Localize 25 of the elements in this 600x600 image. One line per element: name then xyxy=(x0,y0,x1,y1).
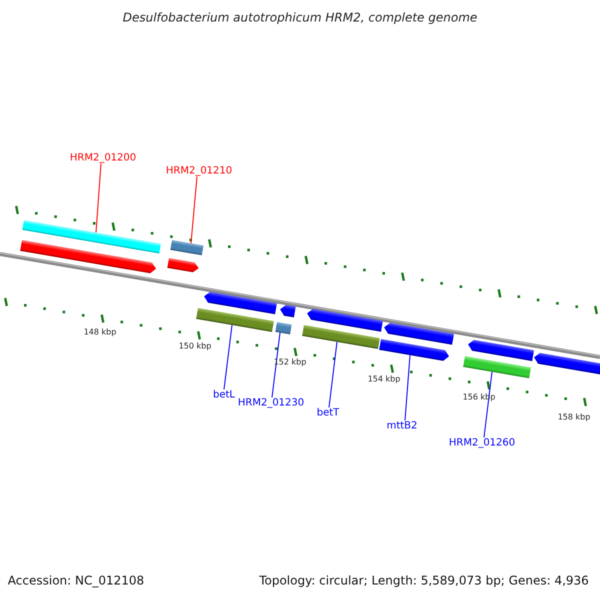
scale-label: 154 kbp xyxy=(368,376,400,384)
scale-label: 158 kbp xyxy=(558,414,590,422)
leader-line xyxy=(96,163,102,233)
genome-info-text: Topology: circular; Length: 5,589,073 bp; Genes: 4,936 xyxy=(259,574,589,588)
gene-bar xyxy=(463,356,532,378)
leader-line xyxy=(190,176,198,244)
gene-bar xyxy=(379,339,450,361)
gene-bar xyxy=(170,240,204,256)
leader-line xyxy=(272,332,280,398)
gene-label: mttB2 xyxy=(386,420,418,432)
gene-label: HRM2_01200 xyxy=(70,152,136,164)
gene-bar xyxy=(302,325,380,349)
gene-label: HRM2_01230 xyxy=(238,398,304,408)
gene-bar xyxy=(196,308,274,332)
title: Desulfobacterium autotrophicum HRM2, complete genome xyxy=(122,11,478,25)
gene-label: HRM2_01260 xyxy=(448,438,516,448)
gene-label: betL xyxy=(213,390,235,400)
gene-bar xyxy=(275,322,292,334)
gene-label: betT xyxy=(316,408,340,418)
leader-line xyxy=(404,354,410,421)
gene-bar xyxy=(22,220,161,254)
scale-label: 148 kbp xyxy=(84,328,116,338)
accession-text: Accession: NC_012108 xyxy=(8,574,144,588)
gene-label: HRM2_01210 xyxy=(166,166,232,176)
leader-line xyxy=(328,341,338,408)
